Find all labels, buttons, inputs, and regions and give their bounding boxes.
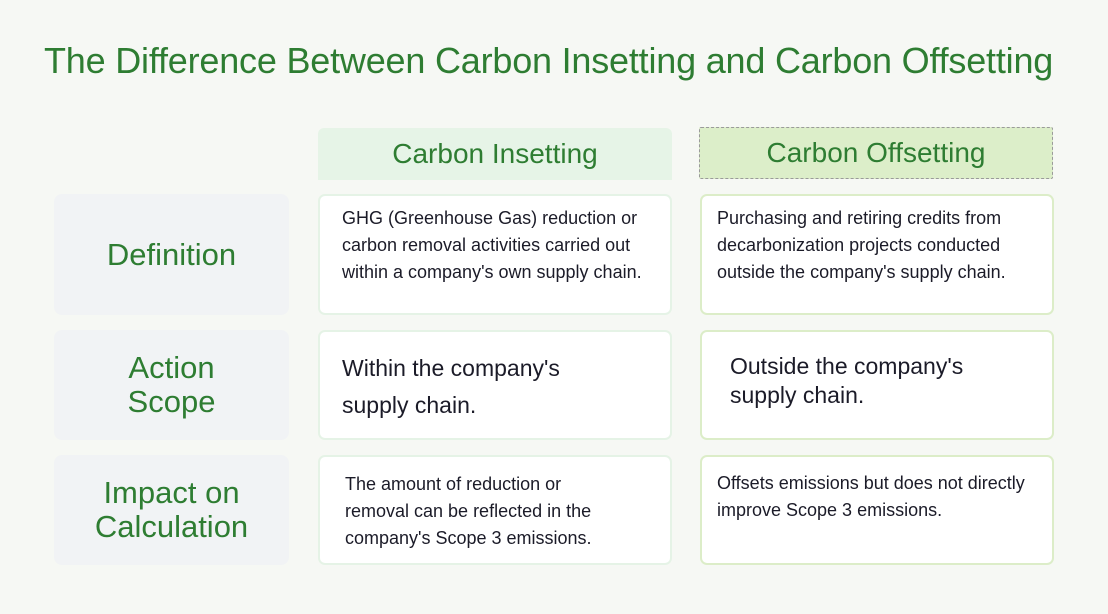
row-label-action-scope: Action Scope	[54, 330, 289, 440]
action-scope-offsetting-cell: Outside the company's supply chain.	[700, 330, 1054, 440]
column-header-offsetting: Carbon Offsetting	[699, 127, 1053, 179]
action-scope-insetting-cell: Within the company's supply chain.	[318, 330, 672, 440]
definition-insetting-cell: GHG (Greenhouse Gas) reduction or carbon…	[318, 194, 672, 315]
impact-insetting-cell: The amount of reduction or removal can b…	[318, 455, 672, 565]
row-label-impact-on-calculation: Impact on Calculation	[54, 455, 289, 565]
row-label-definition: Definition	[54, 194, 289, 315]
definition-offsetting-cell: Purchasing and retiring credits from dec…	[700, 194, 1054, 315]
column-header-insetting: Carbon Insetting	[318, 128, 672, 180]
page-title: The Difference Between Carbon Insetting …	[44, 40, 1054, 81]
impact-offsetting-cell: Offsets emissions but does not directly …	[700, 455, 1054, 565]
